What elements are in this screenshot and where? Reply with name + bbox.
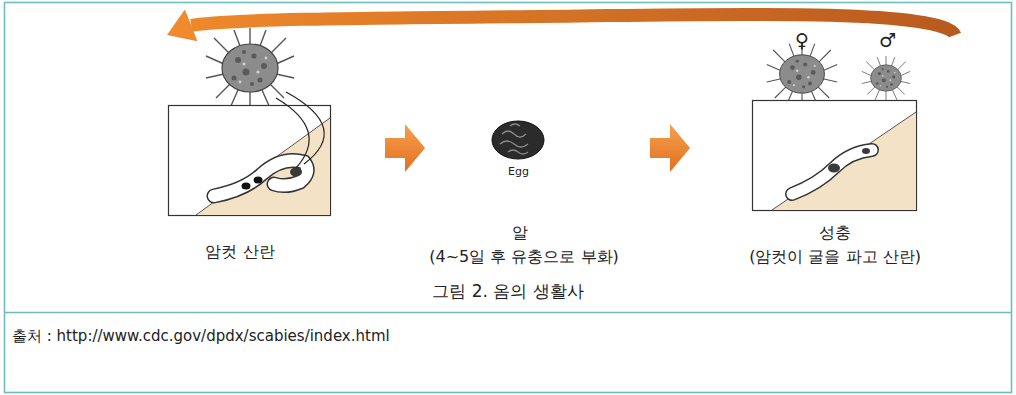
stage-name: 암컷 산란	[150, 240, 330, 264]
female-symbol: ♀	[795, 28, 809, 53]
stage-note: (암컷이 굴을 파고 산란)	[735, 245, 935, 269]
stage-note: (4~5일 후 유충으로 부화)	[425, 245, 623, 269]
block-arrow	[650, 124, 690, 172]
life-stage: 암컷 산란	[150, 35, 385, 268]
life-stage: 성충(암컷이 굴을 파고 산란)	[690, 35, 980, 273]
block-arrow	[385, 124, 425, 172]
cycle-arrow	[385, 124, 425, 172]
stage-name: 성충	[735, 221, 935, 245]
life-stage: 알(4~5일 후 유충으로 부화)	[425, 35, 650, 273]
male-symbol: ♂	[879, 28, 896, 53]
figure-caption: 그림 2. 옴의 생활사	[0, 279, 1016, 303]
cycle-arrow	[167, 10, 955, 42]
arrow-head	[167, 10, 197, 42]
curved-arrow	[191, 14, 955, 35]
source-note: 출처 : http://www.cdc.gov/dpdx/scabies/ind…	[12, 326, 390, 346]
cycle-arrow	[650, 124, 690, 172]
egg-label: Egg	[508, 165, 529, 179]
stage-name: 알	[425, 221, 615, 245]
